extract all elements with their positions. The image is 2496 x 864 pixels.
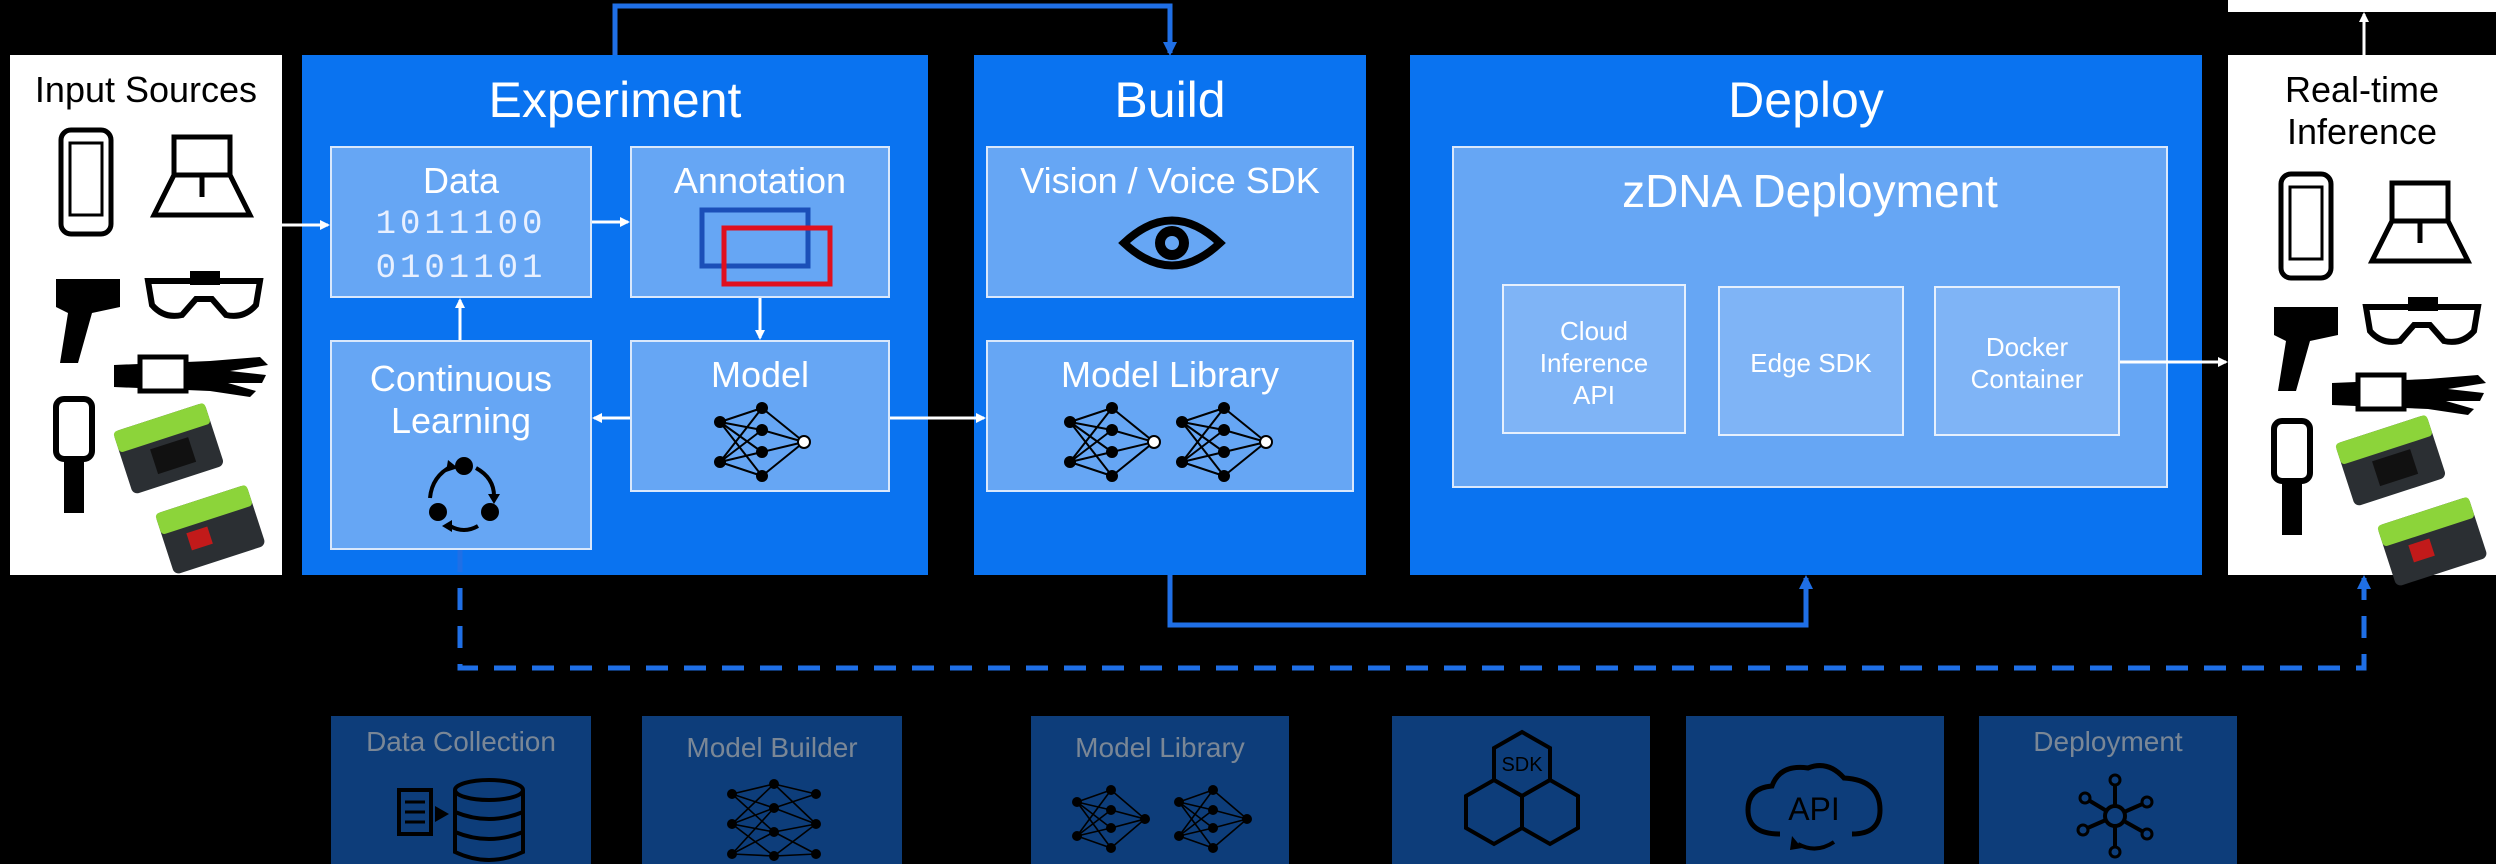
neural-network-icon-1 <box>1064 402 1161 482</box>
tile-model-builder-label: Model Builder <box>686 732 858 763</box>
laptop-terminal-icon <box>2367 180 2473 264</box>
sdk-hexagon-icon: SDK <box>1464 729 1580 847</box>
vision-voice-sdk-box: Vision / Voice SDK <box>986 146 1354 298</box>
build-title: Build <box>1114 72 1226 128</box>
neural-network-icon-small-2 <box>1174 785 1252 853</box>
binary-line-1: 1011100 <box>375 206 547 244</box>
eye-icon <box>1118 216 1226 270</box>
deep-network-icon <box>727 779 821 861</box>
connector-feedback-dashed <box>457 550 2371 671</box>
realtime-title-line1: Real-time <box>2284 69 2440 110</box>
tile-deployment: Deployment <box>1979 716 2237 864</box>
connector-build-to-deploy <box>1167 575 1813 628</box>
tile-deployment-label: Deployment <box>2033 726 2183 757</box>
continuous-label-line1: Continuous <box>369 358 553 399</box>
model-label: Model <box>710 354 810 395</box>
smart-glasses-icon <box>2362 297 2482 345</box>
tile-data-collection-label: Data Collection <box>366 726 556 757</box>
annotation-box: Annotation <box>630 146 890 298</box>
vision-voice-sdk-label: Vision / Voice SDK <box>1020 160 1320 201</box>
cloud-line3: API <box>1573 380 1615 410</box>
tile-api: API <box>1686 716 1944 864</box>
tile-sdk: SDK <box>1392 716 1650 864</box>
wearable-computer-icon <box>114 354 268 397</box>
continuous-label-line2: Learning <box>390 400 532 441</box>
docker-container-box: Docker Container <box>1934 286 2120 436</box>
model-library-label: Model Library <box>1060 354 1280 395</box>
input-sources-title: Input Sources <box>34 69 258 110</box>
data-box: Data 1011100 0101101 <box>330 146 592 298</box>
smart-glasses-icon <box>144 271 264 319</box>
bounding-box-icon <box>699 207 833 287</box>
zdna-deployment-title: zDNA Deployment <box>1622 165 1998 217</box>
docker-line1: Docker <box>1985 332 2069 362</box>
model-library-box: Model Library <box>986 340 1354 492</box>
neural-network-icon-small-1 <box>1072 785 1150 853</box>
handheld-scanner-icon <box>53 396 95 513</box>
sdk-icon-label: SDK <box>1501 754 1543 776</box>
neural-network-icon <box>714 402 811 482</box>
experiment-title: Experiment <box>488 72 742 128</box>
tile-model-library: Model Library <box>1031 716 1289 864</box>
mobile-computer-icon <box>58 127 114 237</box>
model-box: Model <box>630 340 890 492</box>
tile-data-collection: Data Collection <box>331 716 591 864</box>
data-label: Data <box>422 160 500 201</box>
handheld-scanner-icon <box>2271 418 2313 535</box>
edge-sdk-box: Edge SDK <box>1718 286 1904 436</box>
database-icon <box>397 778 525 862</box>
input-sources-panel: Input Sources <box>10 55 282 575</box>
api-cloud-icon: API <box>1745 763 1883 851</box>
tile-model-library-label: Model Library <box>1075 732 1245 763</box>
fixed-scanner-icon <box>113 403 265 574</box>
continuous-learning-box: Continuous Learning <box>330 340 592 550</box>
fixed-scanner-icon <box>2335 415 2487 586</box>
neural-network-icon-2 <box>1176 402 1273 482</box>
laptop-terminal-icon <box>149 134 255 218</box>
cloud-line1: Cloud <box>1560 316 1628 346</box>
realtime-title-line2: Inference <box>2286 111 2438 152</box>
docker-line2: Container <box>1970 364 2084 394</box>
realtime-inference-panel: Real-time Inference <box>2228 55 2496 586</box>
offscreen-panel-edge <box>2228 0 2496 12</box>
mobile-computer-icon <box>2278 171 2334 281</box>
network-hub-icon <box>2076 773 2154 859</box>
edge-sdk-label: Edge SDK <box>1750 348 1872 378</box>
wearable-computer-icon <box>2332 372 2486 415</box>
barcode-scanner-icon <box>2274 307 2338 391</box>
binary-line-2: 0101101 <box>375 250 547 288</box>
api-icon-label: API <box>1788 791 1840 827</box>
barcode-scanner-icon <box>56 279 120 363</box>
cloud-line2: Inference <box>1539 348 1649 378</box>
connector-experiment-to-build <box>612 3 1177 56</box>
tile-model-builder: Model Builder <box>642 716 902 864</box>
deploy-title: Deploy <box>1728 72 1884 128</box>
cloud-inference-api-box: Cloud Inference API <box>1502 284 1686 434</box>
cycle-icon <box>428 457 500 532</box>
annotation-label: Annotation <box>673 160 847 201</box>
